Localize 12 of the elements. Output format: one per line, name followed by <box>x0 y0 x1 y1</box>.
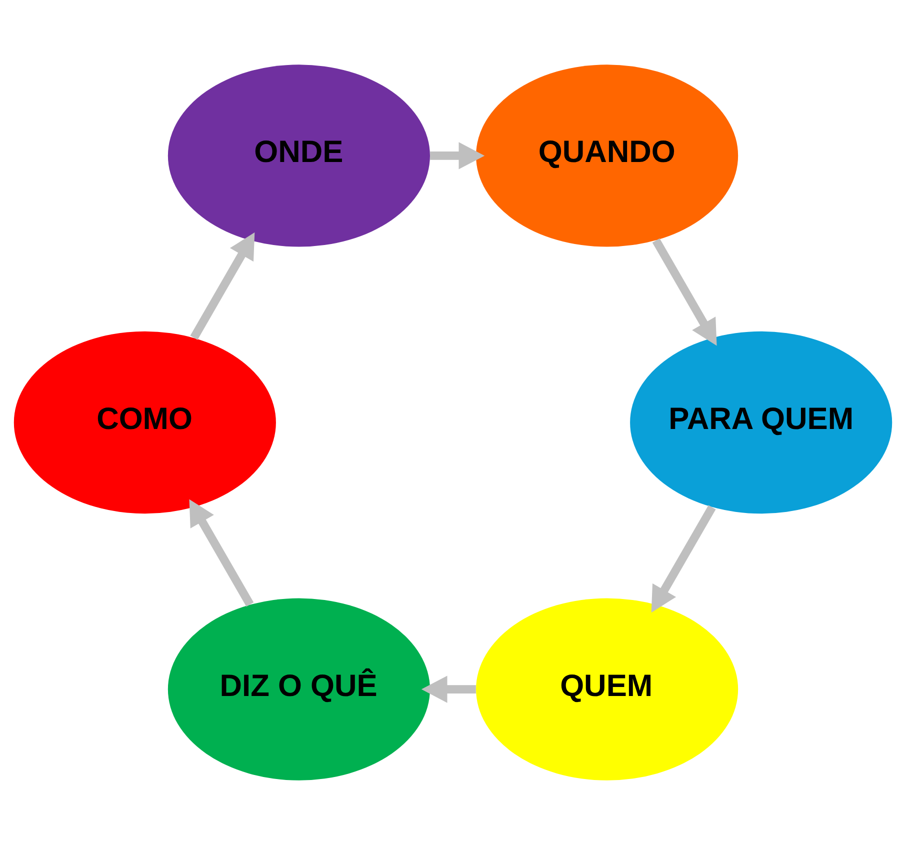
arrow <box>430 142 485 169</box>
node-ellipse: ONDE <box>168 64 430 246</box>
node-ellipse: PARA QUEM <box>630 330 892 514</box>
arrow <box>190 232 255 340</box>
node-ellipse: COMO <box>14 330 276 514</box>
arrow <box>651 504 716 612</box>
arrow <box>189 498 254 606</box>
node-ellipse: QUEM <box>476 598 738 780</box>
node-ellipse: DIZ O QUÊ <box>168 598 430 780</box>
node-ellipse: QUANDO <box>476 64 738 246</box>
arrow <box>421 675 476 702</box>
arrow <box>652 238 717 346</box>
